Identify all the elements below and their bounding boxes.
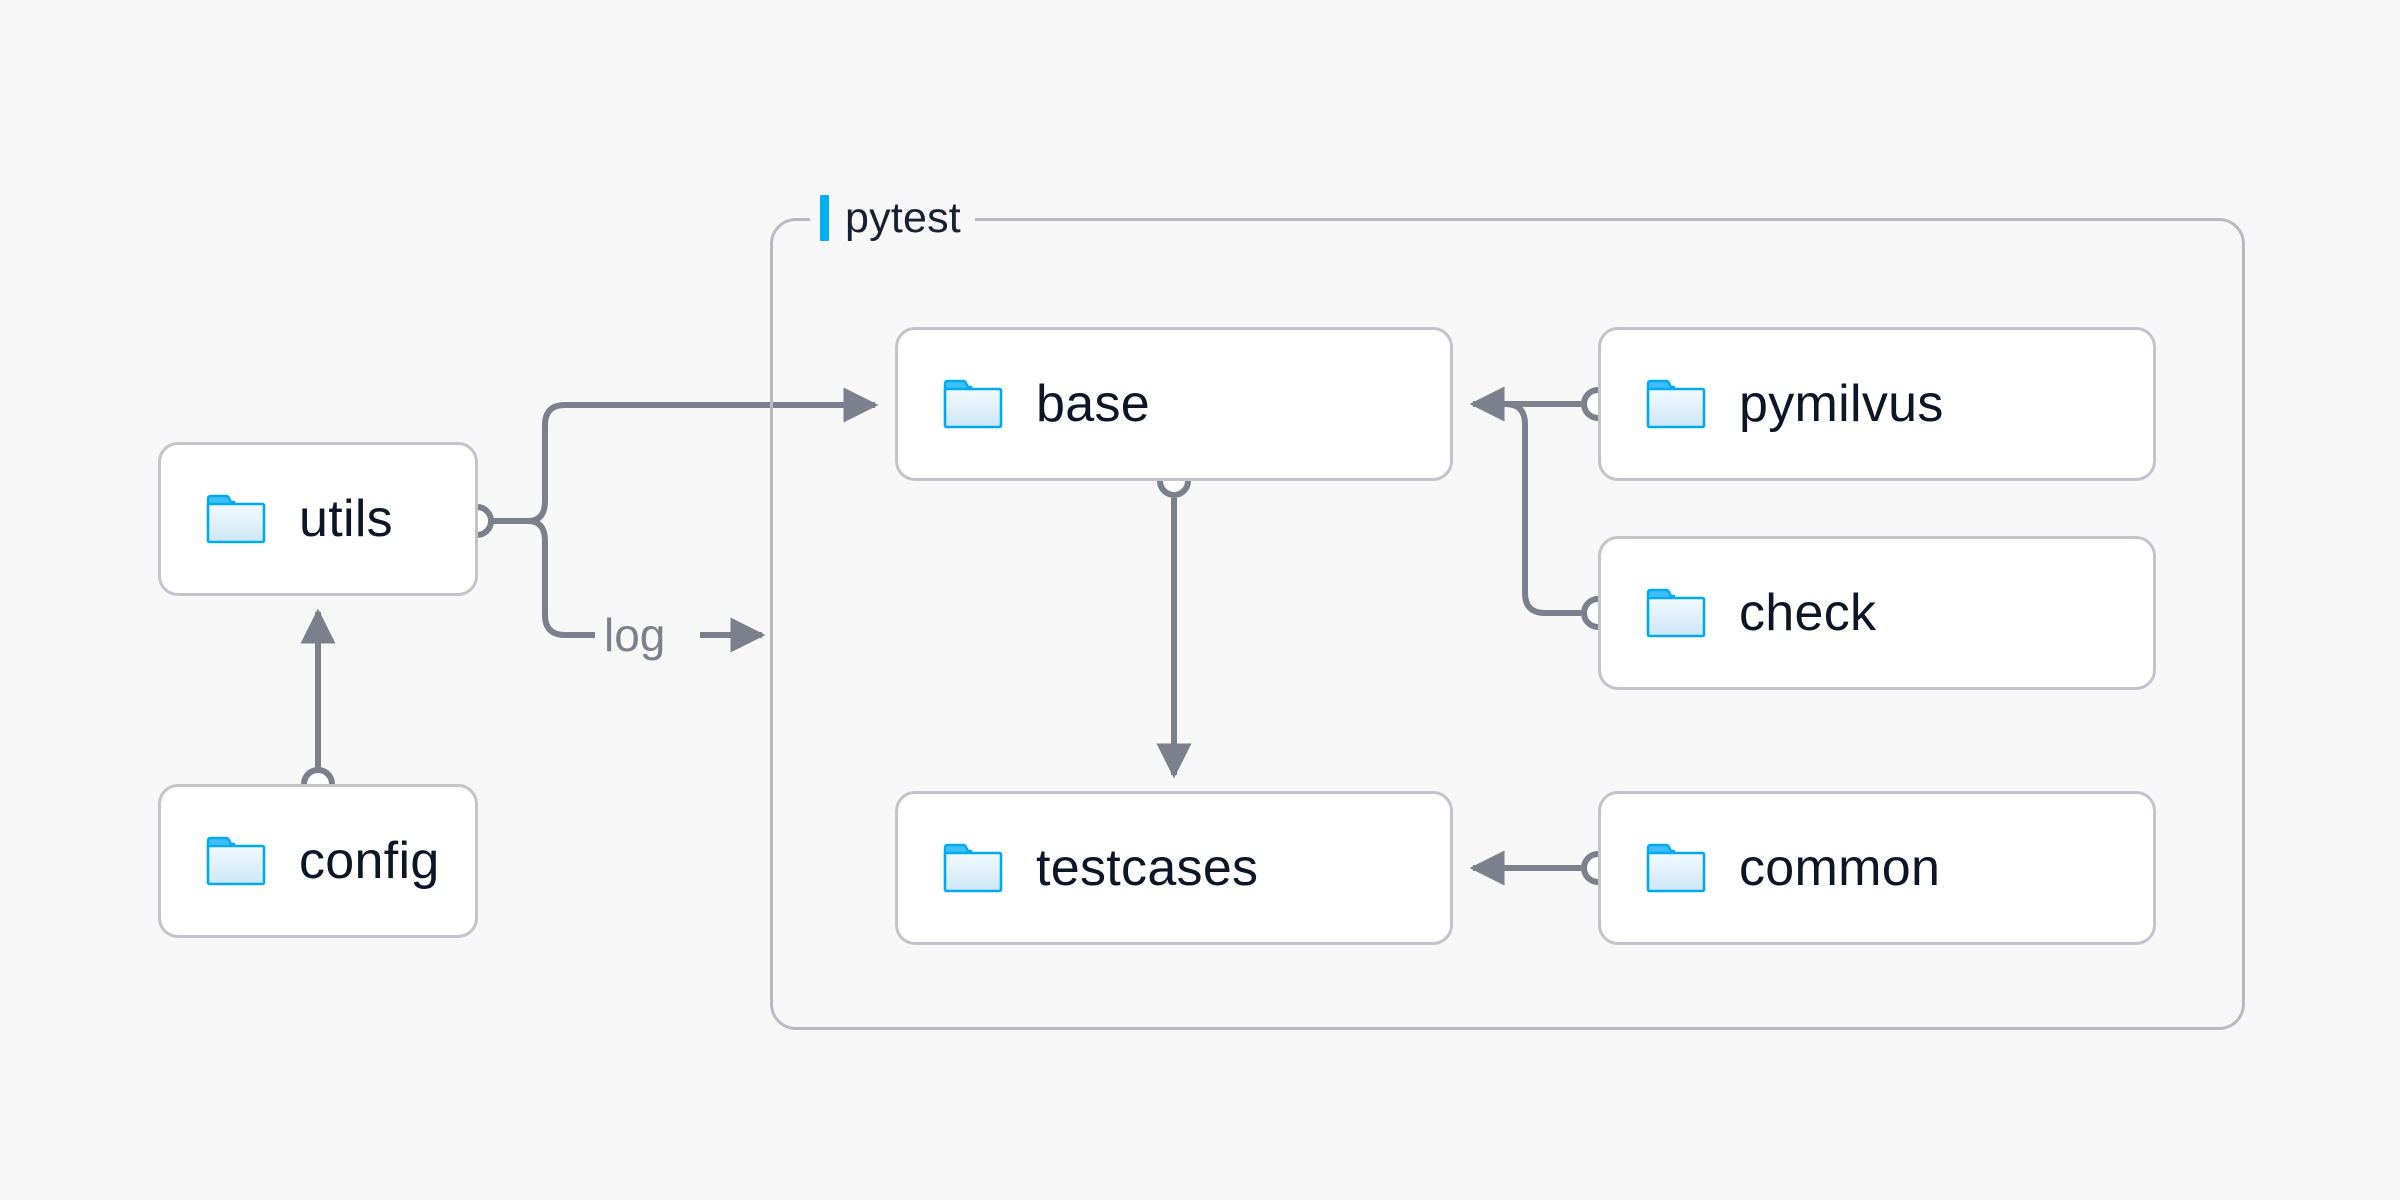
node-config[interactable]: config — [158, 784, 478, 938]
folder-icon — [206, 494, 266, 544]
node-label-check: check — [1739, 584, 1877, 642]
node-common[interactable]: common — [1598, 791, 2156, 945]
folder-icon — [1646, 843, 1706, 893]
group-container-pytest[interactable] — [770, 218, 2245, 1030]
edge-utils-to-log — [527, 518, 595, 638]
group-label-pytest: pytest — [810, 189, 975, 247]
node-base[interactable]: base — [895, 327, 1453, 481]
node-utils[interactable]: utils — [158, 442, 478, 596]
folder-icon — [943, 843, 1003, 893]
group-label-text: pytest — [845, 193, 961, 242]
node-label-utils: utils — [299, 490, 393, 548]
node-check[interactable]: check — [1598, 536, 2156, 690]
folder-icon — [206, 836, 266, 886]
node-label-pymilvus: pymilvus — [1739, 375, 1944, 433]
node-label-testcases: testcases — [1036, 839, 1259, 897]
node-pymilvus[interactable]: pymilvus — [1598, 327, 2156, 481]
group-accent-bar — [820, 195, 829, 241]
folder-icon — [1646, 379, 1706, 429]
node-label-base: base — [1036, 375, 1150, 433]
folder-icon — [1646, 588, 1706, 638]
node-testcases[interactable]: testcases — [895, 791, 1453, 945]
node-label-config: config — [299, 832, 440, 890]
folder-icon — [943, 379, 1003, 429]
node-label-common: common — [1739, 839, 1941, 897]
edge-label-log: log — [604, 609, 666, 661]
